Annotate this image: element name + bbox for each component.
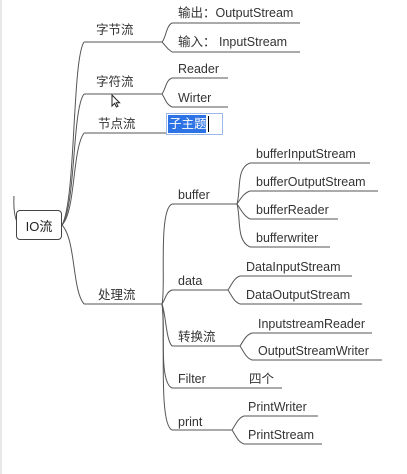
node-filter-four[interactable]: 四个 [249,372,275,386]
subtopic-edit-text[interactable]: 子主题 [168,115,206,133]
node-char-stream[interactable]: 字符流 [96,75,134,89]
connector-root-process [61,224,85,305]
node-data-output-stream[interactable]: DataOutputStream [246,288,351,302]
node-byte-stream[interactable]: 字节流 [96,23,134,37]
node-buffer-input-stream[interactable]: bufferInputStream [256,147,356,161]
text-caret [208,116,209,132]
connector-print-1 [231,415,245,431]
node-print[interactable]: print [178,415,203,429]
node-writer[interactable]: Wirter [178,91,212,105]
connector-process-buffer [161,203,173,305]
node-process-stream[interactable]: 处理流 [98,288,136,302]
node-buffer[interactable]: buffer [178,188,210,202]
connector-root-node [61,132,85,226]
node-convert-stream[interactable]: 转换流 [178,330,216,344]
connector-root-char [61,93,85,226]
root-node-label: IO流 [25,218,53,234]
connector-char-writer [161,93,173,108]
node-buffer-writer[interactable]: bufferwriter [256,231,319,245]
connector-data-2 [227,289,241,305]
node-inputstream-reader[interactable]: InputstreamReader [258,317,366,331]
node-node-stream[interactable]: 节点流 [98,117,136,131]
node-filter[interactable]: Filter [178,372,206,386]
connector-buffer-4 [236,203,251,248]
connector-process-print [161,303,173,431]
mouse-pointer-icon [111,94,121,108]
connector-buffer-1 [236,162,251,205]
connector-print-2 [231,429,245,445]
node-buffer-output-stream[interactable]: bufferOutputStream [256,175,366,189]
connector-convert-2 [239,345,253,361]
connector-convert-1 [239,332,253,347]
connector-data-1 [227,275,241,291]
connector-buffer-2 [236,190,251,205]
connector-byte-input [161,41,173,53]
node-print-writer[interactable]: PrintWriter [248,400,307,414]
node-print-stream[interactable]: PrintStream [248,428,314,442]
node-output-stream[interactable]: 输出：OutputStream [178,6,294,20]
connector-process-data [161,289,173,305]
node-data-input-stream[interactable]: DataInputStream [246,260,341,274]
connector-char-reader [161,77,173,95]
window-left-edge [0,0,2,474]
node-data[interactable]: data [178,274,203,288]
node-buffer-reader[interactable]: bufferReader [256,203,329,217]
connector-byte-output [161,22,173,43]
node-outputstream-writer[interactable]: OutputStreamWriter [258,344,369,358]
editing-subtopic-node[interactable]: 子主题 [166,113,223,135]
node-input-stream[interactable]: 输入： InputStream [178,35,288,49]
root-node-io[interactable]: IO流 [16,210,62,240]
connector-buffer-3 [236,203,251,220]
node-reader[interactable]: Reader [178,62,219,76]
connector-root-byte [61,41,85,226]
